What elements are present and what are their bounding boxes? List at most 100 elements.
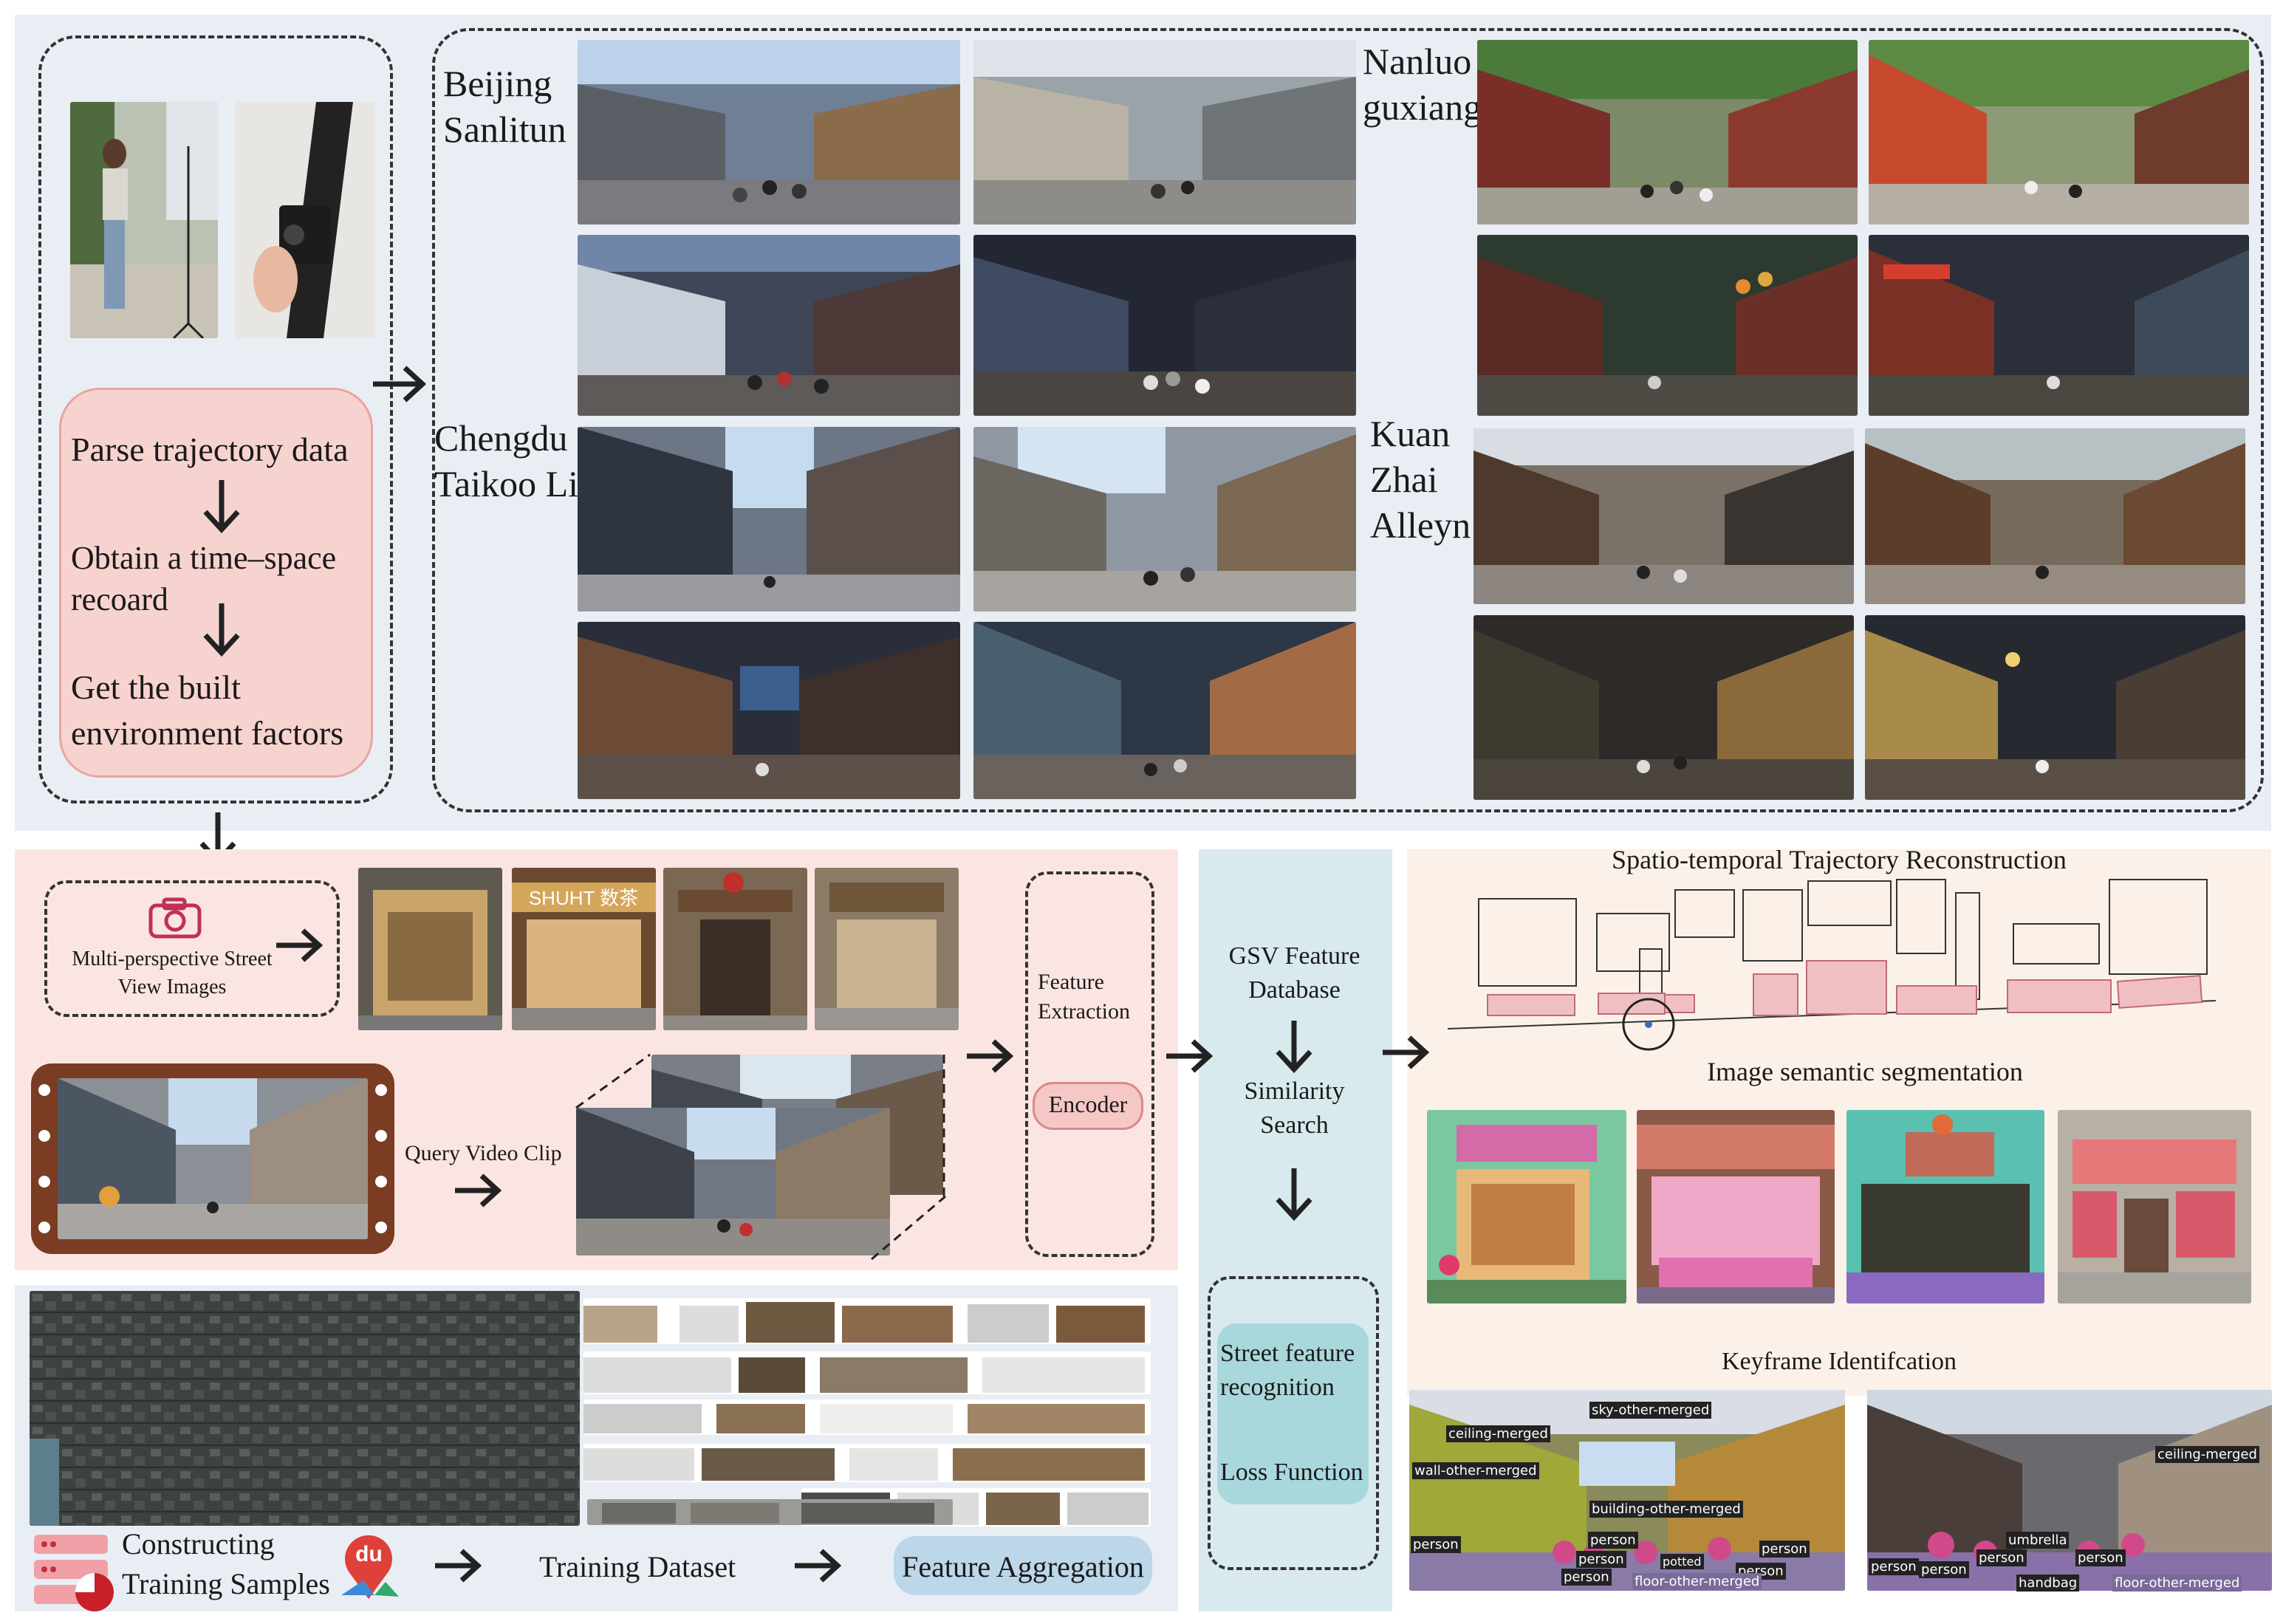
storefront-photo-4 bbox=[815, 868, 959, 1030]
segmentation-image-2 bbox=[1637, 1110, 1835, 1303]
facade-strip-4 bbox=[583, 1444, 1151, 1482]
film-hole bbox=[375, 1130, 387, 1142]
storefront-photo-3 bbox=[663, 868, 807, 1030]
film-hole bbox=[38, 1176, 50, 1188]
arrow-right-icon bbox=[1166, 1039, 1214, 1073]
seg-label: umbrella bbox=[2006, 1532, 2070, 1549]
trajectory-flow-box bbox=[59, 388, 373, 778]
arrow-right-icon bbox=[276, 928, 324, 962]
seg-label: ceiling-merged bbox=[2155, 1446, 2259, 1463]
multi-view-label: Multi-perspective Street View Images bbox=[72, 948, 273, 998]
street-photo-sanlitun-day-1 bbox=[578, 40, 960, 225]
seg-label: person bbox=[1976, 1549, 2027, 1566]
trajectory-title: Spatio-temporal Trajectory Reconstructio… bbox=[1612, 845, 2067, 874]
seg-label: ceiling-merged bbox=[1446, 1425, 1550, 1442]
city-label-beijing: Beijing Sanlitun bbox=[443, 63, 567, 150]
street-photo-nanluo-night-2 bbox=[1869, 235, 2249, 416]
street-photo-taikooli-day-1 bbox=[578, 427, 960, 611]
feature-extraction-frame bbox=[1025, 871, 1154, 1257]
photo-chest-mounted-camera bbox=[235, 102, 375, 338]
encoder-box bbox=[1033, 1082, 1143, 1130]
street-photo-taikooli-day-2 bbox=[973, 427, 1356, 611]
street-photo-kuanzhai-day-1 bbox=[1473, 428, 1854, 604]
segmentation-title: Image semantic segmentation bbox=[1707, 1057, 2023, 1086]
map-app-logo-text: du bbox=[355, 1542, 383, 1566]
street-photo-taikooli-night-2 bbox=[973, 622, 1356, 799]
film-hole bbox=[38, 1084, 50, 1096]
city-label-nanluo: Nanluo guxiang bbox=[1363, 41, 1482, 128]
flow-step-parse: Parse trajectory data bbox=[71, 431, 349, 468]
arrow-down-icon bbox=[1276, 1021, 1312, 1074]
trajectory-map bbox=[1447, 879, 2217, 1051]
facade-strip-2 bbox=[583, 1351, 1151, 1394]
street-photo-nanluo-day-2 bbox=[1869, 40, 2249, 225]
training-dataset-label: Training Dataset bbox=[539, 1550, 736, 1583]
seg-label: floor-other-merged bbox=[2112, 1575, 2242, 1592]
query-video-label: Query Video Clip bbox=[405, 1141, 562, 1165]
data-collection-frame bbox=[38, 35, 393, 804]
training-objective-frame bbox=[1208, 1276, 1379, 1570]
film-hole bbox=[375, 1222, 387, 1233]
storefront-photo-1 bbox=[358, 868, 502, 1030]
segmentation-image-1 bbox=[1427, 1110, 1626, 1303]
facade-strip-3 bbox=[583, 1399, 1151, 1435]
feature-extraction-label: Feature Extraction bbox=[1038, 970, 1130, 1024]
arrow-right-icon bbox=[455, 1174, 502, 1207]
segmentation-image-4 bbox=[2058, 1110, 2251, 1303]
seg-label: person bbox=[1869, 1558, 1919, 1575]
street-photo-sanlitun-night-2 bbox=[973, 235, 1356, 416]
segmentation-image-3 bbox=[1846, 1110, 2044, 1303]
film-hole bbox=[375, 1176, 387, 1188]
street-photo-nanluo-night-1 bbox=[1477, 235, 1858, 416]
arrow-right-icon bbox=[1383, 1035, 1430, 1069]
feature-aggregation-box bbox=[894, 1536, 1152, 1595]
city-label-kuanzhai: Kuan Zhai Alleyn bbox=[1370, 413, 1471, 546]
street-photo-kuanzhai-night-1 bbox=[1473, 615, 1854, 800]
seg-label: person bbox=[1759, 1541, 1810, 1558]
seg-label: handbag bbox=[2016, 1575, 2080, 1592]
database-chart-icon bbox=[34, 1535, 114, 1611]
street-photo-sanlitun-night-1 bbox=[578, 235, 960, 416]
seg-label: building-other-merged bbox=[1589, 1501, 1743, 1518]
frame-stack-dash bbox=[575, 1053, 946, 1261]
seg-label: wall-other-merged bbox=[1412, 1462, 1539, 1479]
seg-label: person bbox=[1576, 1551, 1626, 1568]
seg-label: person bbox=[1411, 1536, 1461, 1553]
city-label-chengdu: Chengdu Taikoo Li bbox=[434, 417, 579, 504]
video-frame-front bbox=[576, 1108, 890, 1255]
constructing-samples-label: Constructing Training Samples bbox=[122, 1527, 330, 1600]
street-photo-kuanzhai-day-2 bbox=[1865, 428, 2245, 604]
keyframe-segmentation-left bbox=[1409, 1390, 1845, 1591]
arrow-right-icon bbox=[373, 366, 427, 402]
seg-label: person bbox=[1588, 1532, 1638, 1549]
flow-step-built-env: Get the built environment factors bbox=[71, 668, 344, 752]
arrow-right-icon bbox=[795, 1549, 842, 1583]
street-feature-box bbox=[1217, 1323, 1369, 1504]
seg-label: sky-other-merged bbox=[1589, 1402, 1712, 1419]
arrow-down-icon bbox=[203, 480, 240, 534]
street-photo-nanluo-day-1 bbox=[1477, 40, 1858, 225]
street-photo-taikooli-night-1 bbox=[578, 622, 960, 799]
seg-label: person bbox=[1919, 1561, 1969, 1578]
keyframe-title: Keyframe Identifcation bbox=[1721, 1348, 1957, 1375]
satellite-image bbox=[30, 1291, 580, 1526]
seg-label: floor-other-merged bbox=[1632, 1573, 1762, 1590]
facade-strip-1 bbox=[583, 1298, 1151, 1344]
loss-function-label: Loss Function bbox=[1220, 1459, 1363, 1486]
storefront-sign-text: SHUHT 数茶 bbox=[529, 887, 638, 909]
city-photos-frame bbox=[432, 28, 2264, 812]
seg-label: potted bbox=[1660, 1554, 1704, 1569]
feature-aggregation-label: Feature Aggregation bbox=[902, 1550, 1144, 1583]
seg-label: person bbox=[1561, 1569, 1612, 1586]
encoder-label: Encoder bbox=[1048, 1091, 1128, 1117]
flow-step-timespace: Obtain a time–space recoard bbox=[71, 540, 337, 617]
multi-view-frame bbox=[44, 880, 340, 1017]
street-photo-sanlitun-day-2 bbox=[973, 40, 1356, 225]
arrow-down-icon bbox=[203, 603, 240, 657]
film-hole bbox=[375, 1084, 387, 1096]
query-video-thumbnail bbox=[58, 1078, 368, 1239]
photo-person-with-camera-stick bbox=[70, 102, 218, 338]
storefront-photo-2: SHUHT 数茶 bbox=[512, 868, 656, 1030]
arrow-down-icon bbox=[1276, 1168, 1312, 1222]
arrow-right-icon bbox=[967, 1039, 1014, 1073]
